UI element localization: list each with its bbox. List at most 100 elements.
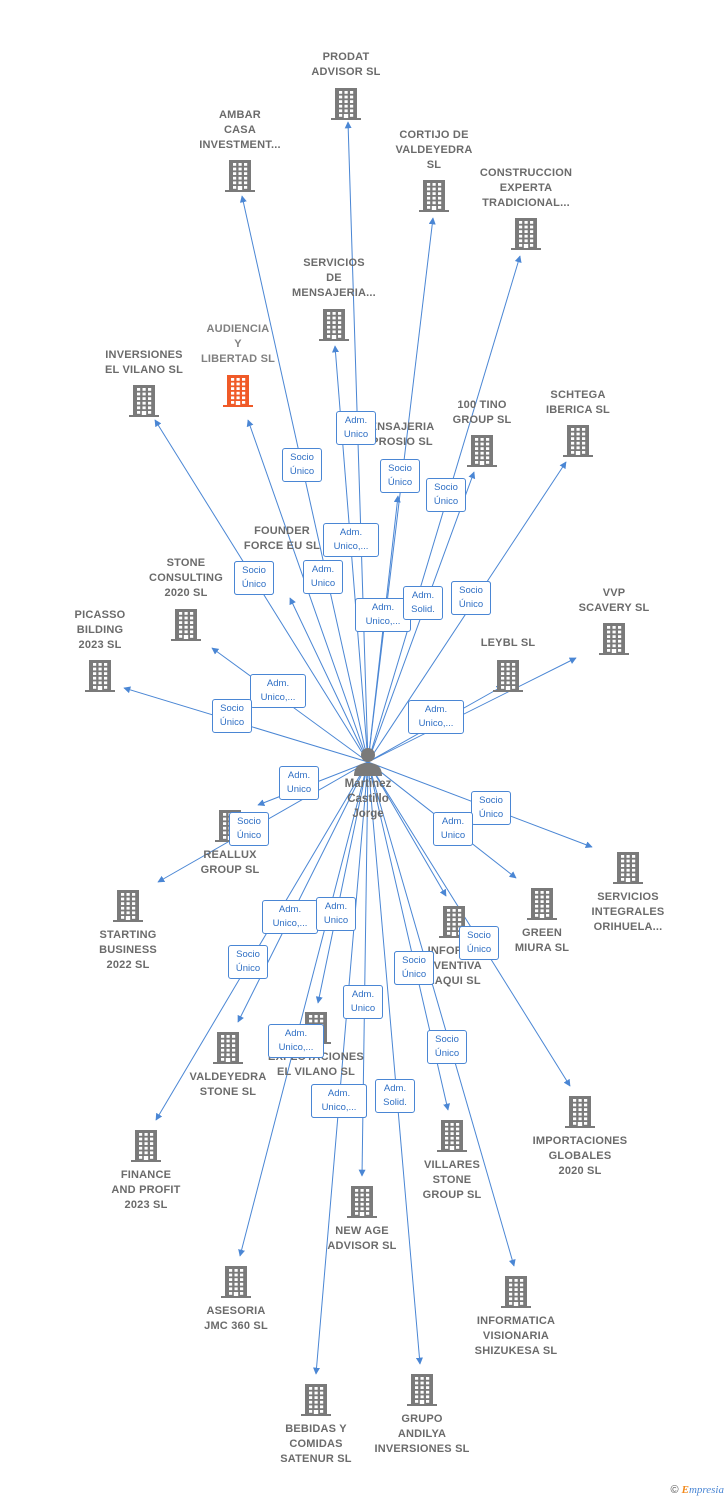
company-label-line: SCAVERY SL (578, 602, 650, 614)
relation-badge-newage[interactable]: Adm.Unico (343, 985, 383, 1019)
relation-badge-line: Solid. (383, 1097, 407, 1108)
relation-badge-line: Único (478, 809, 504, 820)
company-label-line: CONSULTING (149, 572, 223, 584)
building-icon (301, 1384, 331, 1416)
copyright-symbol: © (670, 1484, 679, 1496)
relation-badge-green[interactable]: Adm.Unico (433, 812, 473, 846)
relation-badge-tino[interactable]: Adm.Solid. (403, 586, 443, 620)
building-icon (223, 375, 253, 407)
relation-badge-line: Unico,... (321, 1102, 357, 1113)
company-label-line: EL VILANO SL (277, 1066, 355, 1078)
relation-badge-line: Unico,... (333, 541, 369, 552)
relation-badge-mensajeria-prosio[interactable]: Adm.Unico,... (355, 598, 411, 632)
company-label-line: BILDING (76, 624, 124, 636)
building-icon (221, 1266, 251, 1298)
company-label: LEYBL SL (443, 636, 573, 651)
person-node[interactable]: Martinez Castillo Jorge (318, 745, 418, 822)
company-label-line: GLOBALES (548, 1150, 612, 1162)
company-label-line: VILLARES (424, 1159, 480, 1171)
relation-badge-line: Socio (435, 1034, 459, 1045)
relation-badge-line: Socio (479, 795, 503, 806)
relation-badge-bebidas[interactable]: Adm. Unico,... (311, 1084, 367, 1118)
relation-badge-line: Único (289, 466, 315, 477)
relation-badge-line: Adm. (287, 770, 311, 781)
relation-badge-audiencia[interactable]: Adm.Unico (303, 560, 343, 594)
building-icon (319, 309, 349, 341)
company-label-line: INVERSIONES (105, 349, 183, 361)
relation-badge-reallux[interactable]: Adm.Unico (279, 766, 319, 800)
relation-badge-explotaciones[interactable]: Adm.Unico (316, 897, 356, 931)
relation-badge-valdeyedra-stone[interactable]: Adm.Unico,... (262, 900, 318, 934)
building-icon (599, 623, 629, 655)
company-label-line: CORTIJO DE (399, 129, 469, 141)
building-icon (85, 660, 115, 692)
company-label-line: VVP (602, 587, 626, 599)
relation-badge-leybl[interactable]: Adm.Unico,... (408, 700, 464, 734)
company-label-line: PRODAT (322, 51, 370, 63)
relation-badge-finance[interactable]: Adm.Unico,... (268, 1024, 324, 1058)
company-label-line: IBERICA SL (546, 404, 610, 416)
building-icon (213, 1032, 243, 1064)
company-label-line: IMPORTACIONES (532, 1135, 628, 1147)
company-label-line: LEYBL SL (480, 637, 536, 649)
company-label-line: VISIONARIA (482, 1330, 550, 1342)
company-label-line: INVESTMENT... (199, 139, 281, 151)
relation-badge-line: Único (466, 944, 492, 955)
relation-badge-line: Unico,... (272, 918, 308, 929)
company-label-line: TRADICIONAL... (482, 197, 570, 209)
relation-badge-servicios-mens[interactable]: Adm.Unico,... (323, 523, 379, 557)
person-name-line-3: Jorge (352, 808, 384, 820)
company-label-line: AMBAR (219, 109, 261, 121)
building-icon (347, 1186, 377, 1218)
company-label-line: EL VILANO SL (105, 364, 183, 376)
company-label-line: EVENTIVA (426, 960, 482, 972)
relation-badge-prodat[interactable]: Adm.Unico (336, 411, 376, 445)
company-label-line: INVERSIONES SL (374, 1443, 470, 1455)
building-icon (225, 160, 255, 192)
relation-badge-grupo[interactable]: Adm.Solid. (375, 1079, 415, 1113)
building-icon (407, 1374, 437, 1406)
relation-badge-line: Socio (467, 930, 491, 941)
relation-badge-line: Adm. (411, 590, 435, 601)
company-label-line: Y (234, 338, 242, 350)
company-label-line: SCHTEGA (550, 389, 606, 401)
brand-name: mpresia (688, 1484, 724, 1496)
brand-initial: E (681, 1484, 689, 1496)
relation-badge-line: Socio (236, 949, 260, 960)
company-label-line: AUDIENCIA (206, 323, 270, 335)
relation-badge-stone[interactable]: Adm.Unico,... (250, 674, 306, 708)
relation-badge-line: Adm. (324, 901, 348, 912)
relation-badge-line: Adm. (327, 1088, 351, 1099)
relation-edge-informatica (367, 761, 516, 1267)
company-label-line: AND PROFIT (111, 1184, 181, 1196)
relation-badge-line: Unico (343, 429, 369, 440)
company-label: VVP SCAVERY SL (549, 586, 679, 616)
relation-badge-line: Único (458, 599, 484, 610)
company-label-line: BUSINESS (99, 944, 157, 956)
empresia-brand[interactable]: ©Empresia (671, 1484, 725, 1496)
relation-badge-line: Adm. (284, 1028, 308, 1039)
relation-badge-line: Socio (434, 482, 458, 493)
person-name-line-1: Martinez (344, 778, 392, 790)
company-label-line: STONE (432, 1174, 472, 1186)
company-label-line: ENSAJERIA (369, 421, 435, 433)
company-label-line: CONSTRUCCION (479, 167, 573, 179)
